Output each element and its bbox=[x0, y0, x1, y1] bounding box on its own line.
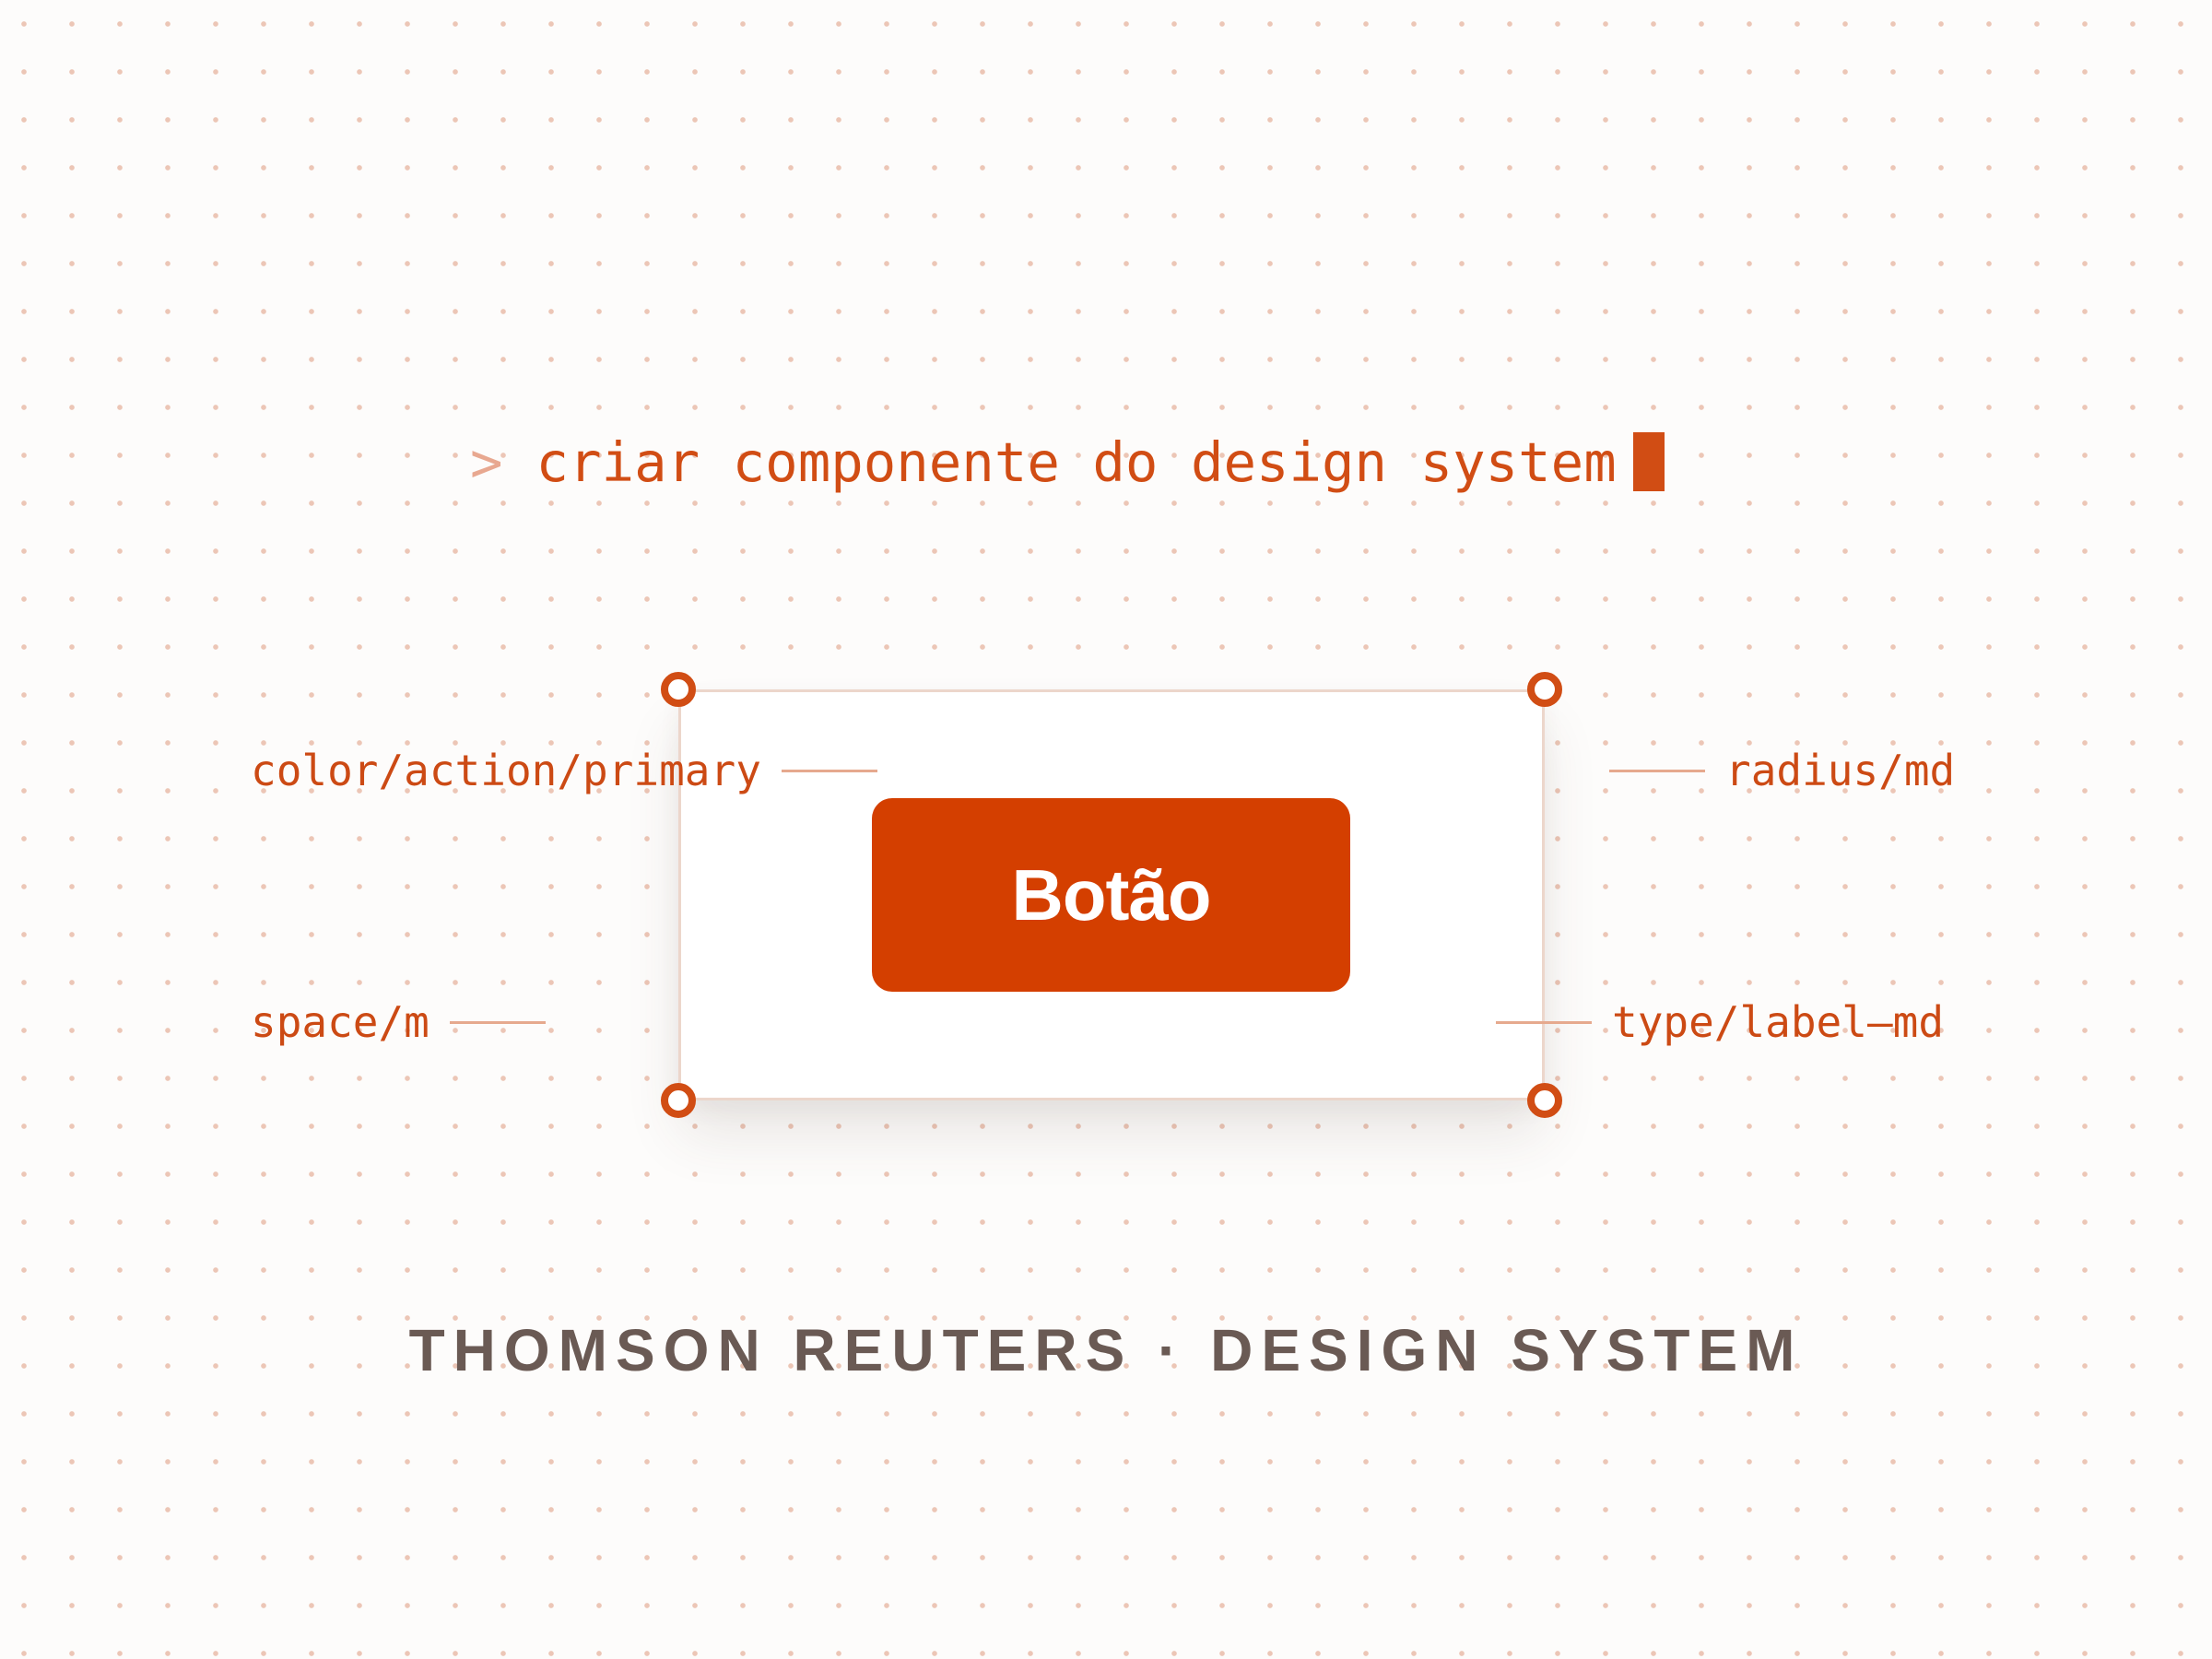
annotation-connector bbox=[1496, 1020, 1592, 1024]
annotation-connector bbox=[449, 1020, 546, 1024]
selection-handle-top-right-icon[interactable] bbox=[1527, 672, 1562, 707]
annotation-connector bbox=[1609, 769, 1705, 772]
annotation-color-token: color/action/primary bbox=[251, 743, 877, 798]
brand-footer: THOMSON REUTERS · DESIGN SYSTEM bbox=[408, 1317, 1804, 1383]
annotation-space-label: space/m bbox=[251, 997, 429, 1047]
annotation-radius-token: radius/md bbox=[1609, 743, 1955, 798]
annotation-connector bbox=[781, 769, 877, 772]
annotation-space-token: space/m bbox=[251, 994, 546, 1050]
selection-handle-top-left-icon[interactable] bbox=[661, 672, 696, 707]
annotation-radius-label: radius/md bbox=[1725, 746, 1956, 795]
annotation-type-token: type/label–md bbox=[1496, 994, 1944, 1050]
block-cursor-icon bbox=[1632, 432, 1665, 491]
annotation-type-label: type/label–md bbox=[1612, 997, 1945, 1047]
selection-handle-bottom-left-icon[interactable] bbox=[661, 1083, 696, 1118]
prompt-command-text: criar componente do design system bbox=[535, 429, 1617, 494]
prompt-chevron: > bbox=[470, 429, 503, 494]
selection-handle-bottom-right-icon[interactable] bbox=[1527, 1083, 1562, 1118]
annotation-color-label: color/action/primary bbox=[251, 746, 761, 795]
primary-action-button[interactable]: Botão bbox=[872, 798, 1350, 992]
command-prompt: > criar componente do design system bbox=[470, 420, 1665, 503]
